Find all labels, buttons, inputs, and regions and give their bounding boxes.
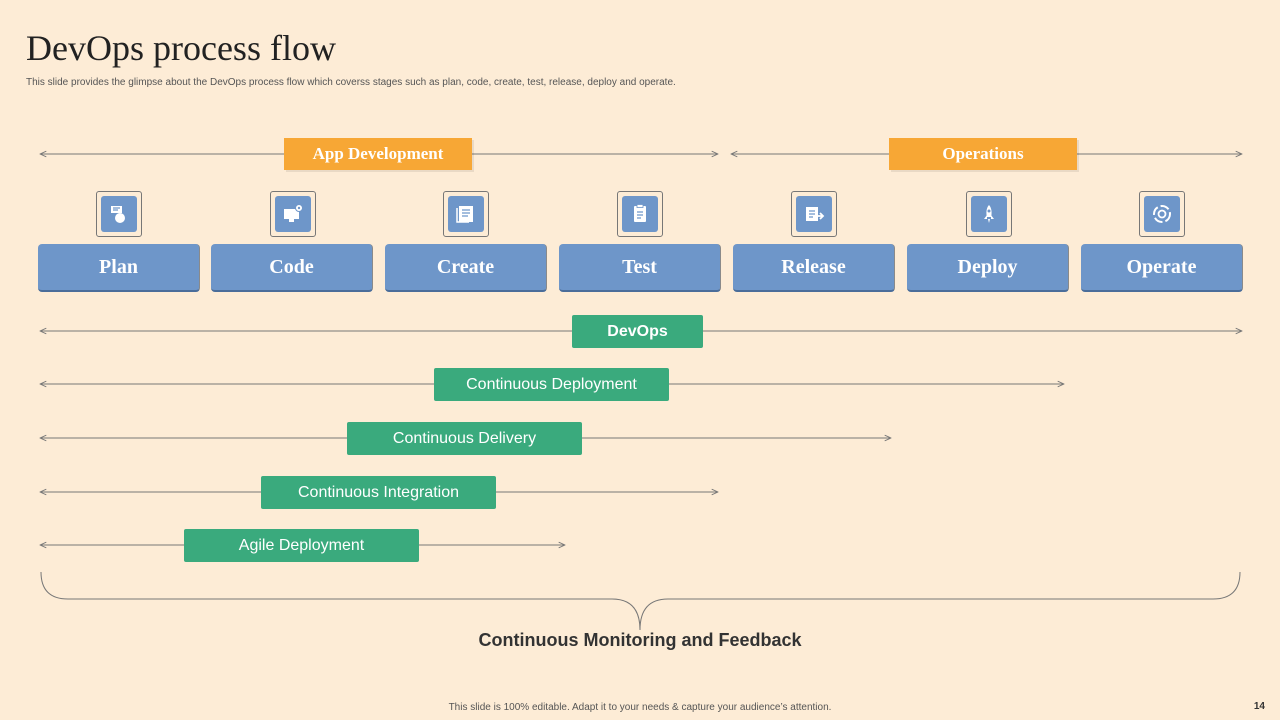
stage-release: Release	[733, 244, 895, 292]
practice-agile-deployment: Agile Deployment	[184, 529, 419, 562]
feedback-label: Continuous Monitoring and Feedback	[478, 630, 802, 650]
practice-continuous-integration: Continuous Integration	[261, 476, 496, 509]
deploy-icon	[984, 205, 994, 223]
stage-deploy: Deploy	[907, 244, 1069, 292]
stage-plan: Plan	[38, 244, 200, 292]
test-icon	[634, 204, 646, 222]
page-number: 14	[1253, 701, 1265, 712]
test-icon-box	[617, 191, 663, 237]
phase-operations: Operations	[889, 138, 1077, 170]
plan-icon	[111, 206, 125, 223]
stage-operate: Operate	[1081, 244, 1243, 292]
stage-code: Code	[211, 244, 373, 292]
operate-icon-box	[1139, 191, 1185, 237]
create-icon-box	[443, 191, 489, 237]
practice-continuous-deployment: Continuous Deployment	[434, 368, 669, 401]
stage-create: Create	[385, 244, 547, 292]
practice-devops: DevOps	[572, 315, 703, 348]
create-icon	[456, 206, 473, 223]
operate-icon	[1153, 205, 1171, 223]
release-icon	[806, 207, 825, 221]
code-icon	[284, 204, 303, 222]
page-title: DevOps process flow	[26, 28, 336, 68]
practice-continuous-delivery: Continuous Delivery	[347, 422, 582, 455]
plan-icon-box	[96, 191, 142, 237]
code-icon-box	[270, 191, 316, 237]
deploy-icon-box	[966, 191, 1012, 237]
footer-note: This slide is 100% editable. Adapt it to…	[448, 702, 832, 713]
stage-test: Test	[559, 244, 721, 292]
feedback-brace	[40, 571, 1241, 631]
release-icon-box	[791, 191, 837, 237]
page-subtitle: This slide provides the glimpse about th…	[26, 77, 676, 88]
phase-app-development: App Development	[284, 138, 472, 170]
